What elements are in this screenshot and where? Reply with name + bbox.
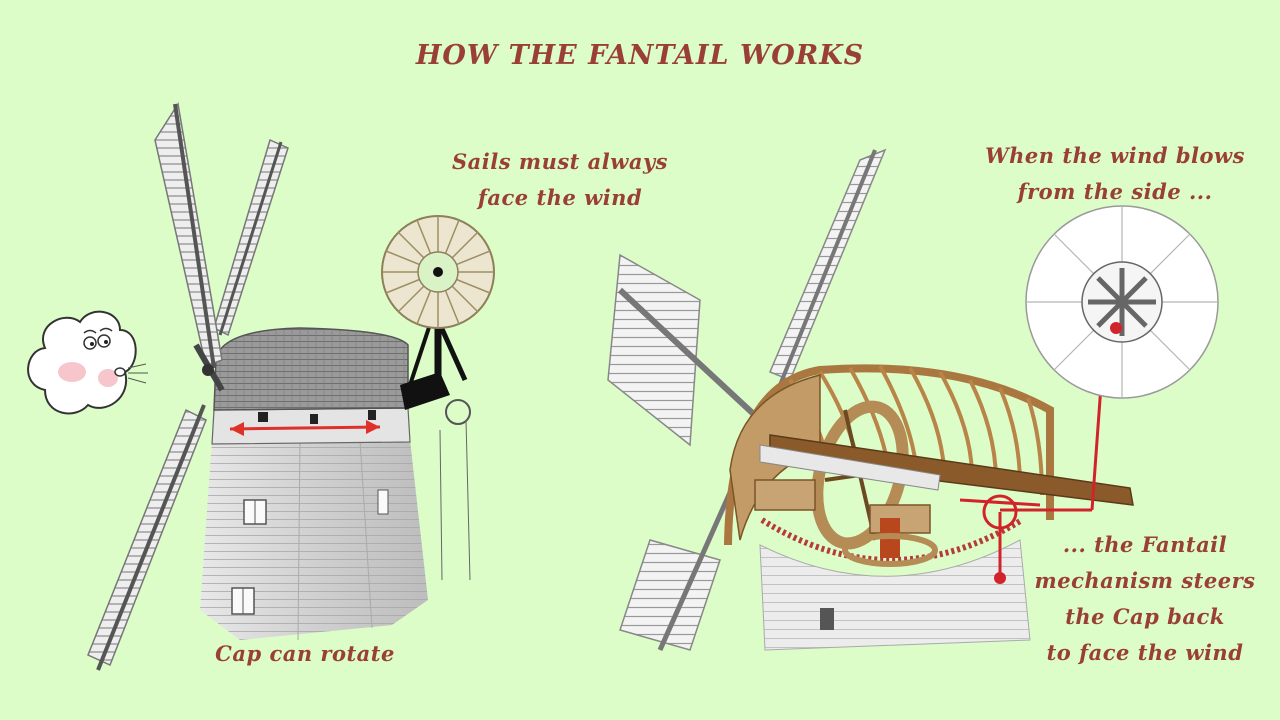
wind-side-caption: When the wind blows from the side ... <box>960 138 1270 210</box>
wind-cloud-icon <box>27 310 148 415</box>
cutaway-sail-upper <box>769 148 887 386</box>
fantail-frame <box>400 275 471 581</box>
sail-lower-left <box>87 404 207 671</box>
sail-upper-left <box>154 101 223 369</box>
sail-hub <box>193 343 225 392</box>
fantail-caption-line-4: to face the wind <box>1046 640 1244 665</box>
cap-rotate-caption: Cap can rotate <box>215 641 395 666</box>
fantail-wheel-icon <box>381 215 495 329</box>
sails-caption: Sails must always face the wind <box>420 144 700 216</box>
cutaway-fantail-wheel-icon <box>1025 205 1219 399</box>
sail-upper-right <box>213 138 289 337</box>
cap-roof <box>213 327 409 424</box>
cutaway-sail-left <box>607 253 763 447</box>
cap-band <box>211 407 411 445</box>
sails-caption-line-1: Sails must always <box>452 149 668 174</box>
wind-side-caption-line-1: When the wind blows <box>985 143 1245 168</box>
fantail-caption-line-3: the Cap back <box>1065 604 1225 629</box>
curb-rack-gear <box>760 517 1024 563</box>
cutaway-sail-lower <box>619 468 743 652</box>
arrow-right-head-icon <box>366 420 380 434</box>
fantail-steers-caption: ... the Fantail mechanism steers the Cap… <box>1010 527 1280 671</box>
fantail-gear-icon <box>982 494 1018 530</box>
page-title: HOW THE FANTAIL WORKS <box>415 40 865 71</box>
fantail-caption-line-1: ... the Fantail <box>1062 532 1228 557</box>
sails-caption-line-2: face the wind <box>477 185 643 210</box>
cap-rotation-arrow <box>229 425 381 431</box>
brake-wheel-icon <box>811 400 909 550</box>
wind-side-caption-line-2: from the side ... <box>1017 179 1213 204</box>
arrow-left-head-icon <box>230 422 244 436</box>
windmill-tower <box>200 439 428 641</box>
cap-frame-ribs <box>724 364 1054 546</box>
fantail-caption-line-2: mechanism steers <box>1034 568 1256 593</box>
cutaway-tower <box>759 517 1031 651</box>
